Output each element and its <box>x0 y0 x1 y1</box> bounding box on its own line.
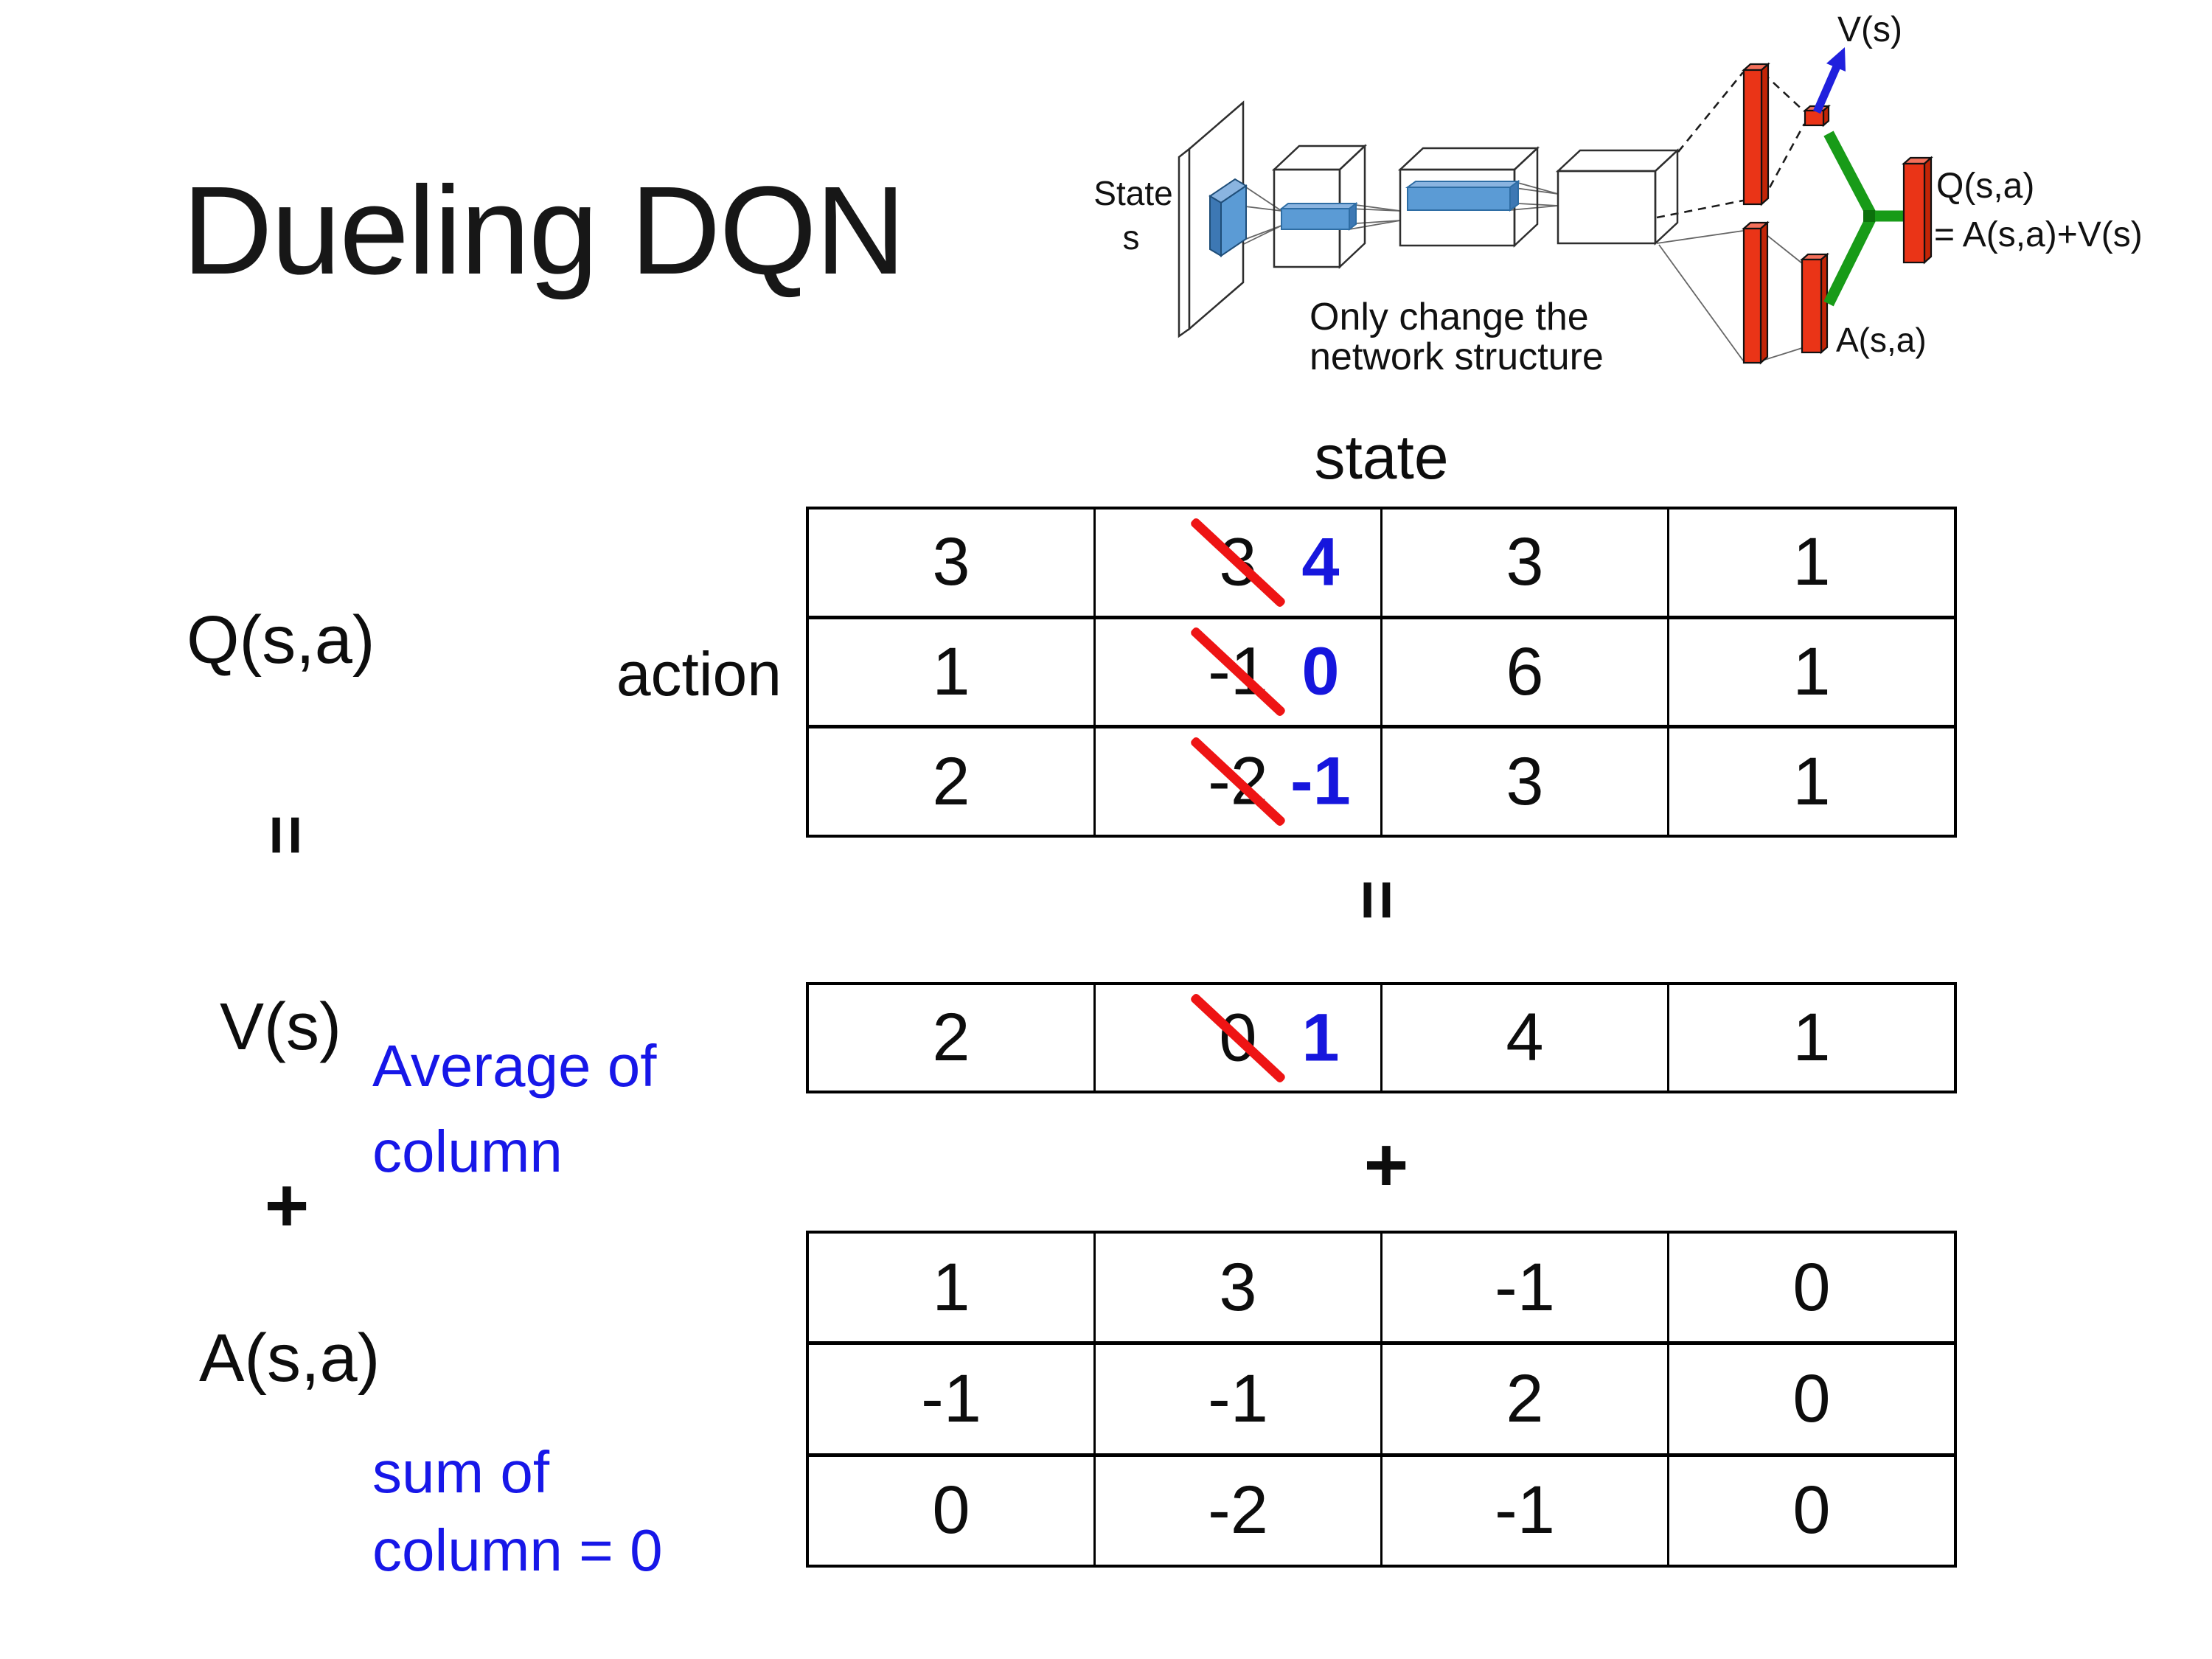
cell-value: 6 <box>1506 633 1544 709</box>
cell-value: 1 <box>1792 524 1831 600</box>
table-cell-r1c3: 1 <box>1669 619 1954 726</box>
table-cell-r2c3: 1 <box>1669 728 1954 835</box>
table-cell-r0c3: 1 <box>1669 509 1954 616</box>
diagram-note-line2: network structure <box>1310 335 1604 378</box>
cell-value: 3 <box>1506 524 1544 600</box>
a-output-bar <box>1800 252 1829 355</box>
v-term-label: V(s) <box>220 990 341 1064</box>
state-column-header: state <box>1314 422 1449 492</box>
action-row-header: action <box>616 639 782 709</box>
table-cell-r2c1: -2 <box>1096 1456 1380 1565</box>
v-output-label: V(s) <box>1837 10 1902 49</box>
cell-value: 1 <box>1792 743 1831 819</box>
table-cell-r2c0: 0 <box>809 1456 1093 1565</box>
table-cell-r0c0: 3 <box>809 509 1093 616</box>
equals-sign-center: = <box>1338 879 1417 920</box>
state-input-sublabel: s <box>1123 218 1140 257</box>
table-cell-r0c1: 3 <box>1096 1234 1380 1342</box>
dueling-network-diagram: State s V(s) Q(s,a) = A(s,a)+V(s) A(s,a)… <box>1093 10 2143 378</box>
dashed-v-stream-lines <box>1656 72 1806 219</box>
table-cell-r0c0: 2 <box>809 985 1093 1091</box>
sum-of-column-note: sum of column = 0 <box>372 1439 663 1584</box>
cell-value: 0 <box>932 1472 970 1548</box>
table-cell-r1c2: 2 <box>1382 1345 1667 1453</box>
table-cell-r0c3: 0 <box>1669 1234 1954 1342</box>
q-output-bar <box>1902 156 1933 265</box>
cell-value: 1 <box>932 1249 970 1325</box>
cell-value: -2 <box>1208 1472 1268 1548</box>
table-cell-r0c2: 3 <box>1382 509 1667 616</box>
table-cell-r0c0: 1 <box>809 1234 1093 1342</box>
replacement-value: 4 <box>1301 524 1340 600</box>
cell-value: -1 <box>1208 1360 1268 1436</box>
fc-box <box>1555 148 1680 246</box>
table-cell-r0c1: 34 <box>1096 509 1380 616</box>
table-cell-r2c2: 3 <box>1382 728 1667 835</box>
table-cell-r1c0: -1 <box>809 1345 1093 1453</box>
cell-value: 0 <box>1792 1249 1831 1325</box>
cell-value: 2 <box>932 743 970 819</box>
table-cell-r0c2: -1 <box>1382 1234 1667 1342</box>
a-term-label: A(s,a) <box>199 1321 380 1396</box>
plus-sign-center: + <box>1363 1122 1409 1208</box>
q-output-label-line1: Q(s,a) <box>1936 167 2034 206</box>
plus-sign-left: + <box>264 1163 310 1248</box>
page-title: Dueling DQN <box>182 161 905 301</box>
average-of-column-note: Average of column <box>372 1033 657 1184</box>
cell-value: 1 <box>1792 1000 1831 1075</box>
q-output-label-line2: = A(s,a)+V(s) <box>1934 215 2143 254</box>
table-cell-r2c0: 2 <box>809 728 1093 835</box>
table-cell-r1c3: 0 <box>1669 1345 1954 1453</box>
cell-value: 2 <box>932 1000 970 1075</box>
replacement-value: 0 <box>1301 633 1340 709</box>
v-output-arrow-icon <box>1812 47 1846 114</box>
v-values-table: 2 01 4 1 <box>806 982 1957 1093</box>
cell-value: 4 <box>1506 1000 1544 1075</box>
cell-value: 3 <box>1219 1249 1257 1325</box>
table-cell-r0c2: 4 <box>1382 985 1667 1091</box>
v-output-node <box>1803 104 1831 128</box>
replacement-value: -1 <box>1290 743 1351 819</box>
a-output-label: A(s,a) <box>1836 321 1927 359</box>
table-cell-r0c1: 01 <box>1096 985 1380 1091</box>
table-cell-r2c3: 0 <box>1669 1456 1954 1565</box>
cell-value: -1 <box>1495 1249 1555 1325</box>
q-term-label: Q(s,a) <box>187 602 375 678</box>
v-stream-hidden-bar <box>1742 62 1770 206</box>
feature-bar-2 <box>1405 180 1521 212</box>
diagram-note-line1: Only change the <box>1310 296 1589 338</box>
table-cell-r1c2: 6 <box>1382 619 1667 726</box>
replacement-value: 1 <box>1301 1000 1340 1075</box>
merge-junction-nub <box>1863 210 1875 222</box>
table-cell-r1c1: -1 <box>1096 1345 1380 1453</box>
conv-patch <box>1208 178 1248 257</box>
a-values-table: 1 3 -1 0 -1 -1 2 0 0 -2 -1 0 <box>806 1231 1957 1568</box>
feature-bar-1 <box>1279 201 1358 232</box>
cell-value: 3 <box>932 524 970 600</box>
cell-value: 1 <box>932 633 970 709</box>
table-cell-r2c1: -2-1 <box>1096 728 1380 835</box>
cell-value: 0 <box>1792 1360 1831 1436</box>
table-cell-r1c1: -10 <box>1096 619 1380 726</box>
equals-sign-left: = <box>247 814 326 855</box>
table-cell-r0c3: 1 <box>1669 985 1954 1091</box>
cell-value: -1 <box>921 1360 981 1436</box>
cell-value: -1 <box>1495 1472 1555 1548</box>
cell-value: 2 <box>1506 1360 1544 1436</box>
cell-value: 1 <box>1792 633 1831 709</box>
table-cell-r2c2: -1 <box>1382 1456 1667 1565</box>
table-cell-r1c0: 1 <box>809 619 1093 726</box>
cell-value: 0 <box>1792 1472 1831 1548</box>
state-input-label: State <box>1093 174 1172 212</box>
a-stream-hidden-bar <box>1742 220 1770 365</box>
cell-value: 3 <box>1506 743 1544 819</box>
